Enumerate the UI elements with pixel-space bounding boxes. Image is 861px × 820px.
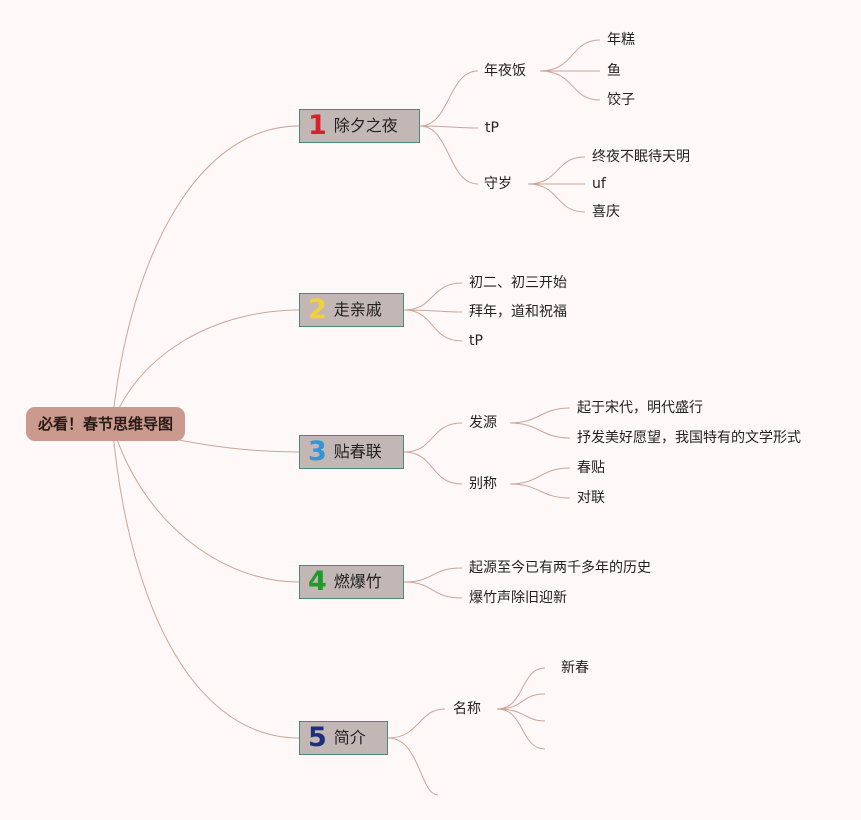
number-badge-1-icon: 1 xyxy=(308,110,327,141)
leaf-xinchun[interactable]: 新春 xyxy=(561,660,589,676)
branch-label-3: 贴春联 xyxy=(333,442,382,461)
connector-b3-fayuan-1 xyxy=(509,407,571,424)
branch-label-4: 燃爆竹 xyxy=(333,572,382,591)
connector-b1-c2 xyxy=(419,125,479,129)
subnode-shousui[interactable]: 守岁 xyxy=(484,176,512,192)
connector-b3-biecheng-2 xyxy=(509,483,571,499)
connector-b2-c2 xyxy=(403,309,463,313)
connector-b2-c3 xyxy=(403,309,463,342)
subnode-baozhu[interactable]: 爆竹声除旧迎新 xyxy=(469,590,567,606)
connector-b5-c1 xyxy=(387,708,446,739)
connector-b3-c2 xyxy=(403,451,463,485)
branch-node-2[interactable]: 2 走亲戚 xyxy=(299,293,404,327)
branch-node-3[interactable]: 3 贴春联 xyxy=(299,435,404,469)
leaf-chuntie[interactable]: 春贴 xyxy=(577,460,605,476)
branch-label-5: 简介 xyxy=(333,728,366,747)
leaf-yu[interactable]: 鱼 xyxy=(607,63,621,79)
subnode-bainian[interactable]: 拜年，道和祝福 xyxy=(469,304,567,320)
subnode-tp-1[interactable]: tP xyxy=(485,120,499,136)
subnode-nianyefan[interactable]: 年夜饭 xyxy=(484,63,526,79)
connector-root-b1 xyxy=(111,125,300,425)
leaf-niangao[interactable]: 年糕 xyxy=(607,32,635,48)
connector-shousui-1 xyxy=(527,156,586,185)
subnode-tp-2[interactable]: tP xyxy=(469,333,483,349)
leaf-zhongye[interactable]: 终夜不眠待天明 xyxy=(592,149,690,165)
connector-b4-c2 xyxy=(403,581,463,599)
connector-mingcheng-2 xyxy=(496,693,546,710)
leaf-duilian[interactable]: 对联 xyxy=(577,490,605,506)
leaf-shufa[interactable]: 抒发美好愿望，我国特有的文学形式 xyxy=(577,430,801,446)
number-badge-4-icon: 4 xyxy=(308,566,327,597)
number-badge-2-icon: 2 xyxy=(308,294,327,325)
subnode-fayuan[interactable]: 发源 xyxy=(469,415,497,431)
subnode-mingcheng[interactable]: 名称 xyxy=(453,701,481,717)
branch-node-4[interactable]: 4 燃爆竹 xyxy=(299,565,404,599)
number-badge-5-icon: 5 xyxy=(308,722,327,753)
connector-root-b4 xyxy=(111,423,300,583)
leaf-xiqing[interactable]: 喜庆 xyxy=(592,204,620,220)
connector-b2-c1 xyxy=(403,282,463,311)
connector-b3-c1 xyxy=(403,422,463,453)
connector-mingcheng-3 xyxy=(496,708,546,722)
subnode-chuer[interactable]: 初二、初三开始 xyxy=(469,275,567,291)
leaf-uf[interactable]: uf xyxy=(592,176,606,192)
branch-node-1[interactable]: 1 除夕之夜 xyxy=(299,109,420,143)
connector-b5-c2 xyxy=(387,737,439,796)
connector-root-b5 xyxy=(111,423,300,739)
connector-nianyefan-3 xyxy=(539,70,601,101)
leaf-qiyu-songdai[interactable]: 起于宋代，明代盛行 xyxy=(577,400,703,416)
connector-mingcheng-4 xyxy=(496,708,546,750)
connector-mingcheng-1 xyxy=(496,667,546,710)
subnode-qiyuan[interactable]: 起源至今已有两千多年的历史 xyxy=(469,560,651,576)
connector-b1-c1 xyxy=(419,70,479,127)
connector-b3-biecheng-1 xyxy=(509,467,571,485)
branch-node-5[interactable]: 5 简介 xyxy=(299,721,388,755)
connector-nianyefan-1 xyxy=(539,39,601,72)
number-badge-3-icon: 3 xyxy=(308,436,327,467)
root-node[interactable]: 必看！春节思维导图 xyxy=(26,407,186,441)
subnode-biecheng[interactable]: 别称 xyxy=(469,476,497,492)
connector-b4-c1 xyxy=(403,567,463,583)
connector-b1-c3 xyxy=(419,125,479,185)
connector-b3-fayuan-2 xyxy=(509,422,571,439)
leaf-jiaozi[interactable]: 饺子 xyxy=(607,92,635,108)
connector-root-b2 xyxy=(111,309,300,425)
root-label: 必看！春节思维导图 xyxy=(38,415,174,433)
branch-label-2: 走亲戚 xyxy=(333,300,382,319)
branch-label-1: 除夕之夜 xyxy=(333,116,398,135)
connector-shousui-3 xyxy=(527,183,586,213)
